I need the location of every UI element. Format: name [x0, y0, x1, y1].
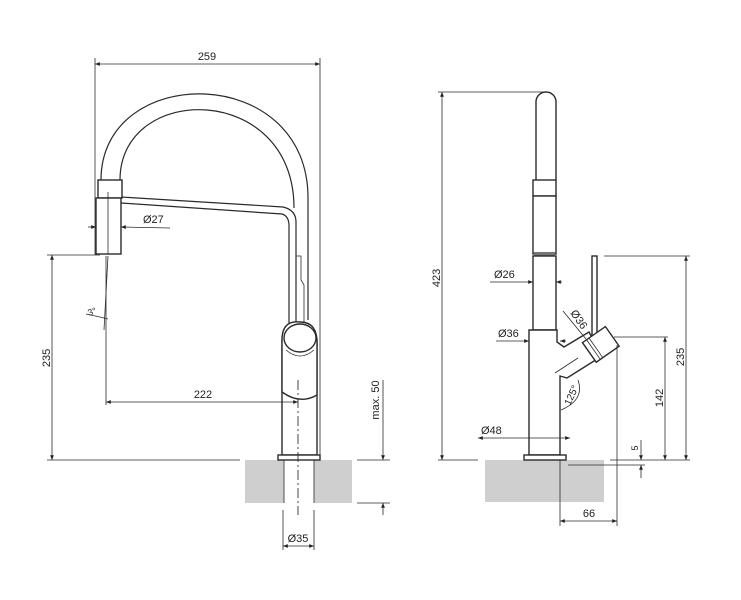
mounting-hole	[284, 460, 314, 503]
countertop	[485, 460, 604, 502]
dim-lever-offset: 66	[583, 508, 595, 520]
base-flange	[277, 454, 321, 461]
lever-cartridge	[581, 325, 621, 364]
handle	[283, 323, 317, 353]
dim-base-diameter: Ø48	[481, 425, 502, 437]
dim-lever-angle: 125°	[563, 384, 582, 407]
dim-lever-top-height: 235	[675, 348, 687, 366]
dim-collar-diameter: Ø36	[498, 328, 519, 340]
spray-head	[532, 195, 557, 255]
spray-head	[95, 197, 122, 255]
dim-max-counter-thickness: max. 50	[370, 380, 382, 419]
spout-inner	[119, 109, 295, 209]
dim-total-height: 423	[431, 269, 443, 287]
lever	[591, 255, 598, 337]
dim-base-thickness: 5	[630, 445, 640, 450]
dim-overall-width: 259	[198, 51, 216, 63]
front-view: 423 Ø26 Ø36 Ø36 125° Ø48 235 142 5	[431, 91, 690, 526]
spout-tube	[532, 255, 557, 331]
dim-spout-reach: 222	[194, 389, 212, 401]
pullout-tube	[535, 91, 557, 180]
dim-lever-axis-height: 142	[654, 389, 666, 407]
dim-tube-diameter: Ø26	[494, 269, 515, 281]
side-view: 259 Ø27 235 3° 222 max. 50 Ø35	[41, 51, 390, 550]
dim-spout-height: 235	[41, 349, 53, 367]
spout-outer	[100, 93, 309, 320]
spray-head-ring	[97, 179, 123, 199]
hose-arm	[120, 196, 297, 330]
dim-lever-diameter: Ø36	[568, 308, 590, 332]
base-flange	[523, 454, 567, 461]
dim-mounting-hole: Ø35	[288, 533, 309, 545]
dim-spray-angle: 3°	[86, 305, 98, 317]
dim-spray-head-diameter: Ø27	[143, 214, 164, 226]
spray-ring	[532, 179, 557, 197]
